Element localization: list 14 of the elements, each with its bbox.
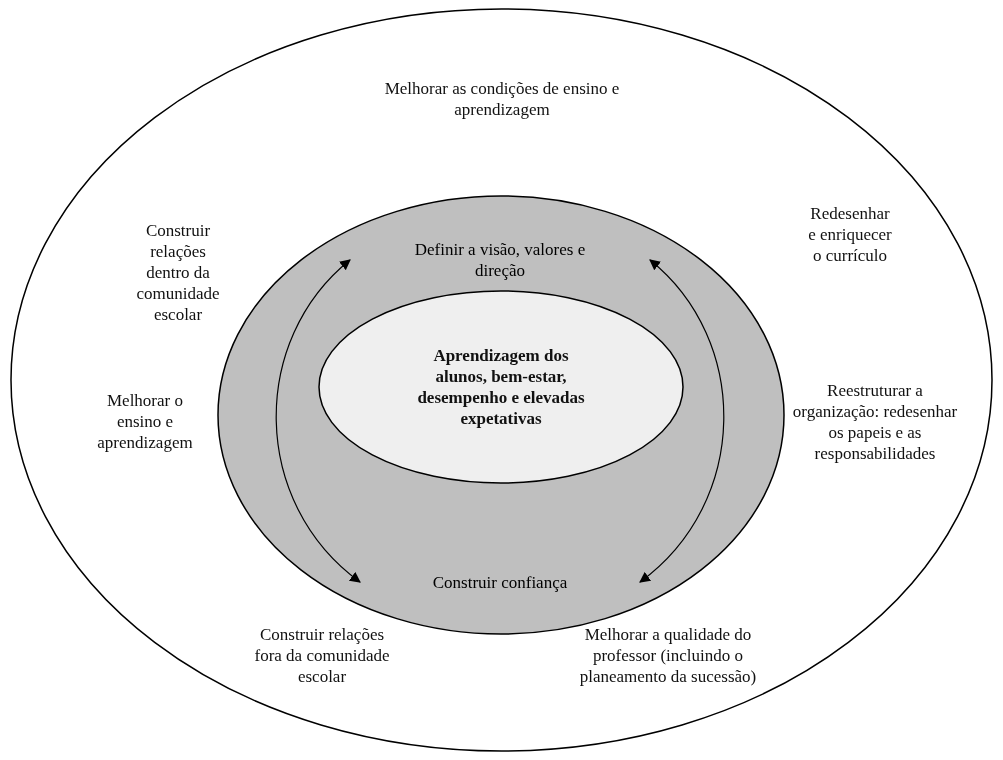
curved-arrow (275, 259, 361, 583)
curved-arrow (639, 259, 725, 583)
outer-label: Melhorar o ensino e aprendizagem (96, 390, 194, 453)
outer-ellipse (10, 8, 993, 752)
inner-ellipse (318, 290, 684, 484)
outer-label: Redesenhar e enriquecer o currículo (807, 203, 893, 266)
ring-label: Definir a visão, valores e direção (350, 232, 650, 288)
outer-label: Construir relações dentro da comunidade escolar (135, 220, 221, 325)
outer-label: Melhorar a qualidade do professor (incluindo o planeamento da sucessão) (578, 624, 758, 687)
center-label: Aprendizagem dos alunos, bem-estar, desempenho e elevadas expetativas (416, 345, 586, 429)
outer-label: Melhorar as condições de ensino e aprendizagem (383, 78, 621, 120)
ring-label: Construir confiança (360, 565, 640, 599)
outer-label: Construir relações fora da comunidade escolar (253, 624, 391, 687)
outer-label: Reestruturar a organização: redesenhar os papeis e as responsabilidades (791, 380, 959, 464)
